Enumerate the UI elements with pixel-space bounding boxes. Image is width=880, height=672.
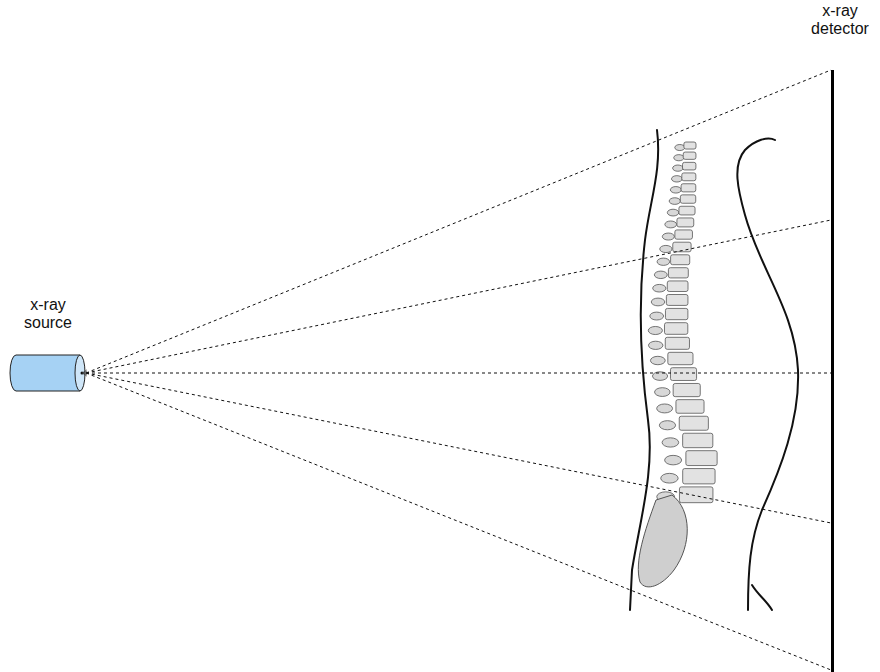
component-label: x-ray source — [18, 296, 78, 333]
sacrum — [638, 495, 687, 587]
xray-detector: x-ray detector — [804, 2, 876, 672]
detector-plate — [831, 70, 834, 672]
xray-beam — [86, 220, 831, 373]
xray-beam — [86, 373, 831, 670]
xray-beam — [86, 373, 831, 523]
vertebrae — [648, 142, 717, 503]
component-label: x-ray detector — [804, 2, 876, 39]
source-cylinder — [6, 351, 90, 395]
xray-beam — [86, 373, 831, 374]
xray-source: x-ray source — [6, 296, 90, 400]
xray-beam — [86, 70, 831, 373]
leg-fork — [752, 585, 772, 610]
front-outline — [737, 138, 798, 610]
